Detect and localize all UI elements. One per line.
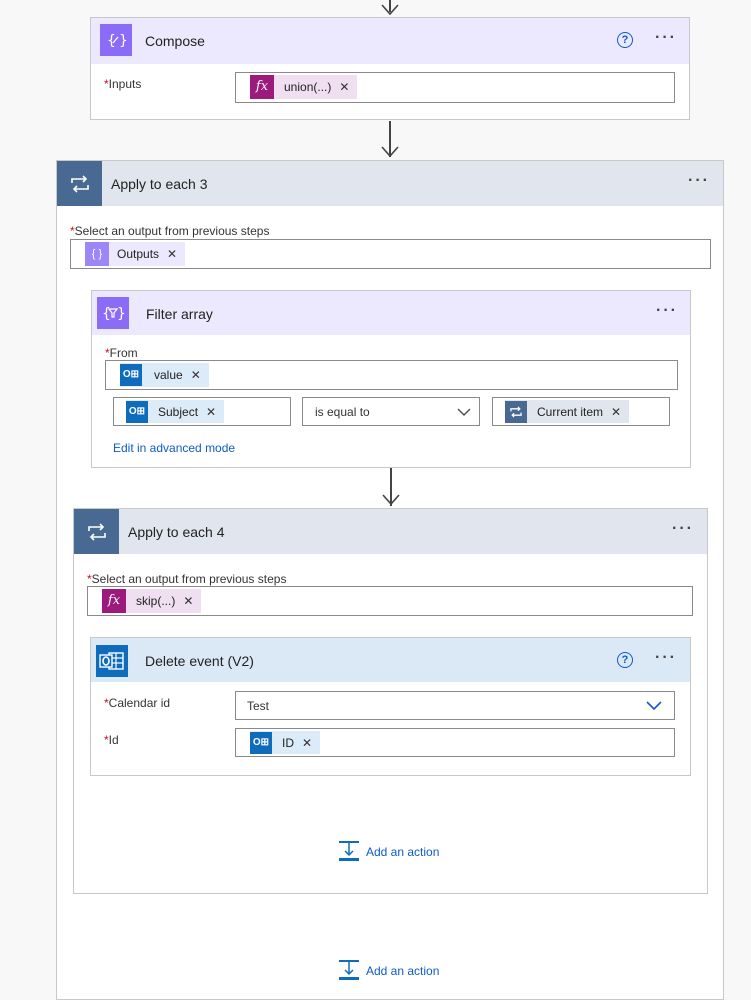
apply3-select-field[interactable]: { } Outputs ✕ xyxy=(70,239,711,269)
calendar-id-label: *Calendar id xyxy=(104,696,171,710)
more-options-icon[interactable]: ··· xyxy=(672,520,694,537)
chevron-down-icon xyxy=(457,408,471,417)
operator-dropdown[interactable]: is equal to xyxy=(302,397,480,426)
more-options-icon[interactable]: ··· xyxy=(655,29,677,46)
remove-token-icon[interactable]: ✕ xyxy=(183,594,194,608)
apply-to-each-3-card[interactable]: Apply to each 3 ··· *Select an output fr… xyxy=(56,160,724,1000)
from-label: *From xyxy=(105,346,138,360)
subject-token: O⊞ Subject ✕ xyxy=(126,400,225,423)
remove-token-icon[interactable]: ✕ xyxy=(167,247,178,261)
compose-card[interactable]: {} Compose ? ··· *Inputs fx union(...) ✕ xyxy=(90,17,690,120)
arrow-down-icon xyxy=(382,494,400,506)
apply-to-each-4-card[interactable]: Apply to each 4 ··· *Select an output fr… xyxy=(73,508,708,894)
filter-header[interactable]: {} Filter array ··· xyxy=(92,291,690,335)
inputs-field[interactable]: fx union(...) ✕ xyxy=(235,72,675,103)
outlook-icon: O⊞ xyxy=(126,400,148,423)
expression-icon: fx xyxy=(250,75,274,99)
current-item-token: Current item ✕ xyxy=(505,400,630,423)
operator-value: is equal to xyxy=(315,405,370,419)
outlook-icon: O⊞ xyxy=(250,731,272,754)
delete-event-title: Delete event (V2) xyxy=(145,653,254,669)
add-action-icon[interactable] xyxy=(338,840,360,862)
outlook-icon xyxy=(96,645,128,677)
connector-arrow xyxy=(389,121,391,157)
compose-icon: {} xyxy=(100,24,132,56)
apply3-select-label: *Select an output from previous steps xyxy=(70,224,270,238)
add-action-icon[interactable] xyxy=(338,959,360,981)
compose-title: Compose xyxy=(145,33,205,49)
condition-left-field[interactable]: O⊞ Subject ✕ xyxy=(113,397,291,426)
filter-icon: {} xyxy=(97,297,129,329)
more-options-icon[interactable]: ··· xyxy=(655,649,677,666)
loop-icon xyxy=(505,400,527,423)
chevron-down-icon xyxy=(646,701,662,711)
apply4-header[interactable]: Apply to each 4 ··· xyxy=(74,509,707,554)
id-field[interactable]: O⊞ ID ✕ xyxy=(235,728,675,757)
outputs-token: { } Outputs ✕ xyxy=(85,242,186,266)
loop-icon xyxy=(74,509,119,554)
remove-token-icon[interactable]: ✕ xyxy=(206,404,217,419)
edit-advanced-mode-link[interactable]: Edit in advanced mode xyxy=(113,441,236,455)
condition-right-field[interactable]: Current item ✕ xyxy=(492,397,670,426)
remove-token-icon[interactable]: ✕ xyxy=(611,404,622,419)
more-options-icon[interactable]: ··· xyxy=(656,302,678,319)
help-icon[interactable]: ? xyxy=(617,32,633,48)
arrow-down-icon xyxy=(381,4,399,16)
inputs-token: fx union(...) ✕ xyxy=(250,75,358,99)
apply3-title: Apply to each 3 xyxy=(111,176,208,192)
outlook-icon: O⊞ xyxy=(120,364,142,386)
expression-icon: fx xyxy=(102,589,126,613)
connector-arrow-top xyxy=(389,0,391,12)
remove-token-icon[interactable]: ✕ xyxy=(302,735,313,750)
svg-text:{: { xyxy=(107,33,116,49)
remove-token-icon[interactable]: ✕ xyxy=(339,80,350,94)
arrow-down-icon xyxy=(381,146,399,158)
filter-title: Filter array xyxy=(146,306,213,322)
inputs-label: *Inputs xyxy=(104,77,142,91)
delete-event-card[interactable]: Delete event (V2) ? ··· *Calendar id Tes… xyxy=(90,637,691,776)
id-token: O⊞ ID ✕ xyxy=(250,731,321,754)
apply4-select-field[interactable]: fx skip(...) ✕ xyxy=(87,586,693,616)
svg-text:}: } xyxy=(119,33,127,49)
filter-array-card[interactable]: {} Filter array ··· *From O⊞ value ✕ O⊞ … xyxy=(91,290,691,468)
svg-text:}: } xyxy=(117,306,125,322)
svg-text:{: { xyxy=(102,306,111,322)
calendar-id-value: Test xyxy=(247,699,270,713)
compose-header[interactable]: {} Compose ? ··· xyxy=(91,18,689,64)
delete-event-header[interactable]: Delete event (V2) ? ··· xyxy=(91,638,690,682)
remove-token-icon[interactable]: ✕ xyxy=(190,368,201,382)
loop-icon xyxy=(57,161,102,206)
compose-icon: { } xyxy=(85,242,109,266)
calendar-id-dropdown[interactable]: Test xyxy=(235,691,675,720)
help-icon[interactable]: ? xyxy=(617,652,633,668)
skip-token: fx skip(...) ✕ xyxy=(102,589,202,613)
more-options-icon[interactable]: ··· xyxy=(688,172,710,189)
apply4-title: Apply to each 4 xyxy=(128,524,225,540)
value-token: O⊞ value ✕ xyxy=(120,363,209,387)
from-field[interactable]: O⊞ value ✕ xyxy=(105,360,678,390)
apply4-select-label: *Select an output from previous steps xyxy=(87,572,287,586)
connector-arrow xyxy=(390,468,392,506)
id-label: *Id xyxy=(104,733,119,747)
add-an-action-link[interactable]: Add an action xyxy=(366,964,440,978)
add-an-action-link[interactable]: Add an action xyxy=(366,845,440,859)
apply3-header[interactable]: Apply to each 3 ··· xyxy=(57,161,723,206)
